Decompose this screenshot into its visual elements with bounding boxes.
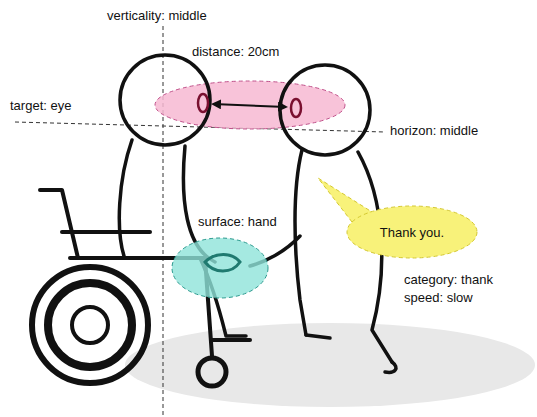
distance-arrow <box>213 104 286 107</box>
annotation-label: horizon: middle <box>388 123 480 138</box>
annotation-label: target: eye <box>8 98 73 113</box>
annotation-label: distance: 20cm <box>190 44 281 59</box>
ground-shadow <box>125 323 535 407</box>
vertical-guide <box>163 26 164 415</box>
annotation-label: verticality: middle <box>105 8 209 23</box>
annotation-label: surface: hand <box>196 214 279 229</box>
joined-hands <box>205 255 240 272</box>
speech-bubble: Thank you. <box>346 205 478 259</box>
hand-region <box>172 238 268 298</box>
speech-text: Thank you. <box>380 225 444 240</box>
annotation-label: category: thank <box>402 272 495 287</box>
eye-region <box>155 81 345 129</box>
eyes <box>198 94 301 117</box>
annotation-label: speed: slow <box>402 290 475 305</box>
